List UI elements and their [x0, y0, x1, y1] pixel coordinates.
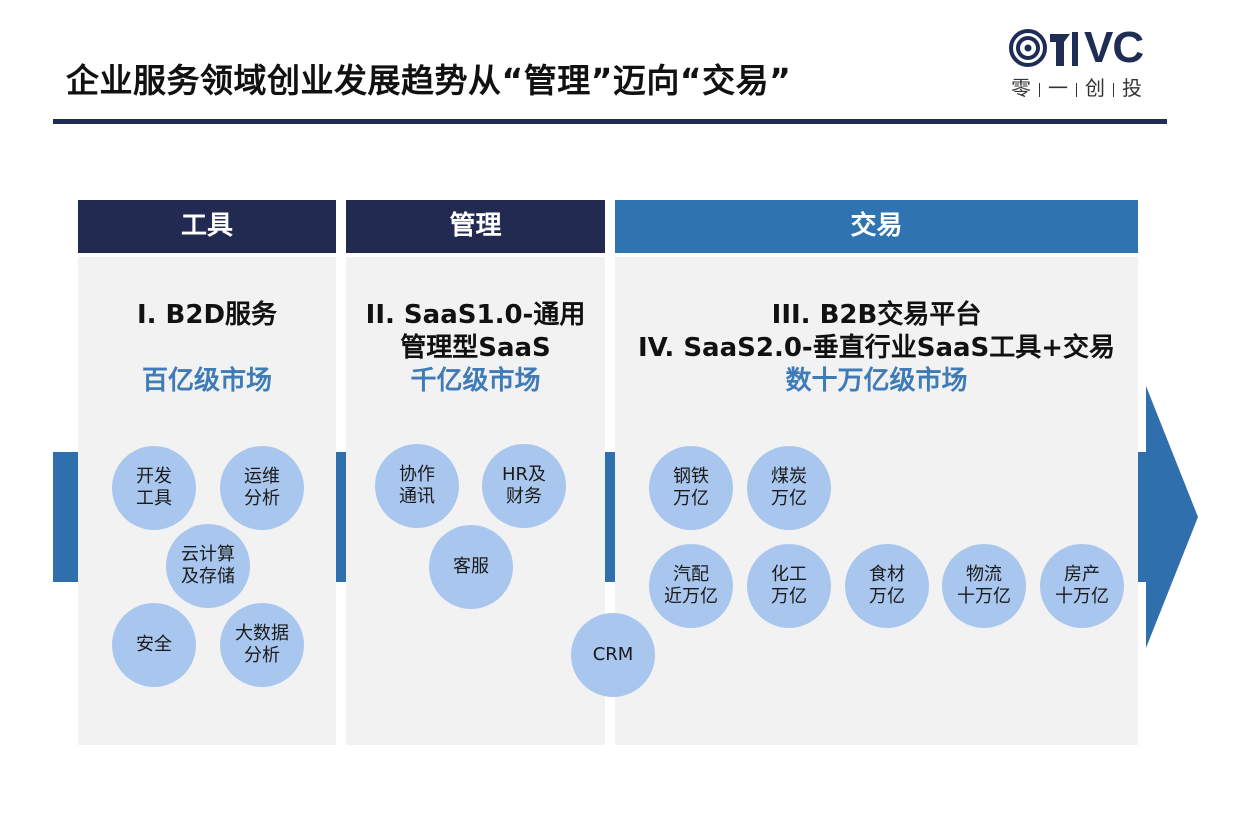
company-logo: VC 零一创投 [1008, 24, 1161, 101]
bubble-ops-analytics: 运维分析 [220, 446, 304, 530]
market-size: 千亿级市场 [410, 366, 541, 396]
column-header: 管理 [346, 200, 605, 253]
logo-char: 创 [1085, 76, 1105, 100]
logo-rings-icon [1009, 29, 1078, 67]
bubble-auto-parts: 汽配近万亿 [649, 544, 733, 628]
logo-char: 投 [1122, 76, 1142, 100]
market-size: 百亿级市场 [141, 366, 272, 396]
bubble-chemicals: 化工万亿 [747, 544, 831, 628]
bubble-steel: 钢铁万亿 [649, 446, 733, 530]
logo-chinese-name: 零一创投 [1011, 72, 1161, 101]
column-title: III. B2B交易平台 [771, 300, 982, 330]
bubble-big-data: 大数据分析 [220, 603, 304, 687]
bubble-collaboration: 协作通讯 [375, 444, 459, 528]
bubble-customer-service: 客服 [429, 525, 513, 609]
bubble-cloud-storage: 云计算及存储 [166, 524, 250, 608]
column-header: 交易 [615, 200, 1138, 253]
bubble-hr-finance: HR及财务 [482, 444, 566, 528]
bubble-dev-tools: 开发工具 [112, 446, 196, 530]
bubble-logistics: 物流十万亿 [942, 544, 1026, 628]
logo-char: 零 [1011, 76, 1031, 100]
column-title: I. B2D服务 [136, 300, 278, 330]
bubble-food: 食材万亿 [845, 544, 929, 628]
column-title: II. SaaS1.0-通用 [365, 300, 586, 330]
market-size: 数十万亿级市场 [785, 366, 968, 396]
bubble-real-estate: 房产十万亿 [1040, 544, 1124, 628]
bubble-security: 安全 [112, 603, 196, 687]
title-divider [53, 119, 1167, 124]
progress-arrow-head-icon [1146, 386, 1198, 648]
column-title: IV. SaaS2.0-垂直行业SaaS工具+交易 [637, 333, 1116, 363]
column-header: 工具 [78, 200, 336, 253]
logo-char: 一 [1048, 76, 1068, 100]
logo-wordmark: VC [1084, 23, 1144, 72]
column-title: 管理型SaaS [400, 333, 551, 363]
bubble-crm: CRM [571, 613, 655, 697]
bubble-coal: 煤炭万亿 [747, 446, 831, 530]
page-title: 企业服务领域创业发展趋势从“管理”迈向“交易” [66, 61, 792, 100]
